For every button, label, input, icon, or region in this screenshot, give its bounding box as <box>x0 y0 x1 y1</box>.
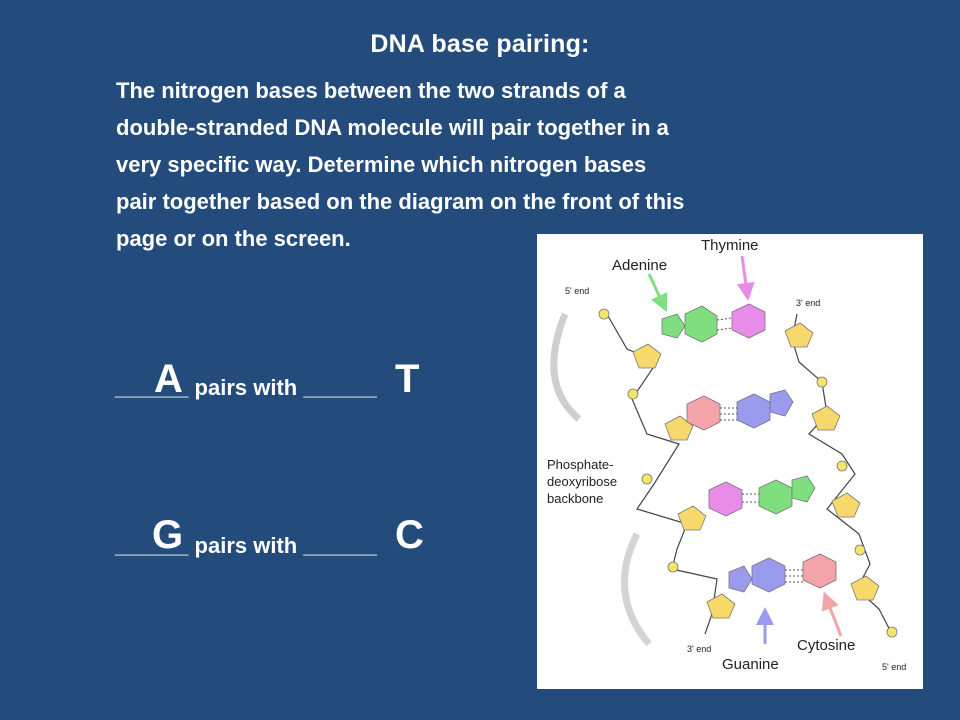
three-prime-top-label: 3' end <box>796 298 820 308</box>
thymine-base-1 <box>731 303 766 339</box>
adenine-base-1 <box>661 305 718 343</box>
dna-structure-figure: Thymine Adenine 5' end 3' end Phosphate-… <box>537 234 923 689</box>
slide-title: DNA base pairing: <box>370 30 590 58</box>
intro-line: very specific way. Determine which nitro… <box>116 152 647 177</box>
cytosine-base-2 <box>686 395 721 431</box>
guanine-base-4 <box>728 557 786 593</box>
cytosine-arrow <box>821 591 843 637</box>
three-prime-bottom-label: 3' end <box>687 644 711 654</box>
left-backbone <box>603 308 718 635</box>
pairs-with-text: pairs with <box>188 533 304 558</box>
cytosine-label: Cytosine <box>797 637 855 654</box>
intro-line: double-stranded DNA molecule will pair t… <box>116 115 669 140</box>
pair-question-2: ______ pairs with ______ <box>115 533 377 559</box>
deoxyribose-sugars <box>632 322 880 619</box>
five-prime-top-label: 5' end <box>565 286 589 296</box>
phosphate-groups <box>598 308 898 638</box>
intro-line: The nitrogen bases between the two stran… <box>116 78 626 103</box>
adenine-arrow <box>647 273 668 313</box>
helix-shadow-bottom <box>621 532 652 647</box>
backbone-label-line2: deoxyribose <box>547 474 617 489</box>
answer-cytosine: C <box>395 513 424 557</box>
intro-line: page or on the screen. <box>116 226 351 251</box>
pairs-with-text: pairs with <box>188 375 304 400</box>
blank-right: ______ <box>303 375 377 400</box>
guanine-label: Guanine <box>722 656 779 673</box>
backbone-label-line1: Phosphate- <box>547 457 614 472</box>
cytosine-base-4 <box>802 553 837 589</box>
intro-text: The nitrogen bases between the two stran… <box>116 72 856 257</box>
answer-guanine: G <box>152 513 184 557</box>
thymine-arrow <box>736 255 755 301</box>
adenine-label: Adenine <box>612 257 667 274</box>
thymine-label: Thymine <box>701 237 759 254</box>
adenine-base-3 <box>758 475 816 515</box>
blank-left: ______ <box>115 375 189 400</box>
hydrogen-bonds <box>716 317 803 583</box>
blank-left: ______ <box>115 533 189 558</box>
answer-adenine: A <box>154 357 183 401</box>
thymine-base-3 <box>708 481 743 517</box>
dna-diagram-svg: Thymine Adenine 5' end 3' end Phosphate-… <box>547 237 906 673</box>
five-prime-bottom-label: 5' end <box>882 662 906 672</box>
guanine-base-2 <box>736 389 794 429</box>
blank-right: ______ <box>303 533 377 558</box>
pair-question-1: ______ pairs with ______ <box>115 375 377 401</box>
answer-thymine: T <box>395 357 420 401</box>
helix-shadow-top <box>550 312 582 422</box>
intro-line: pair together based on the diagram on th… <box>116 189 685 214</box>
backbone-label-line3: backbone <box>547 491 603 506</box>
